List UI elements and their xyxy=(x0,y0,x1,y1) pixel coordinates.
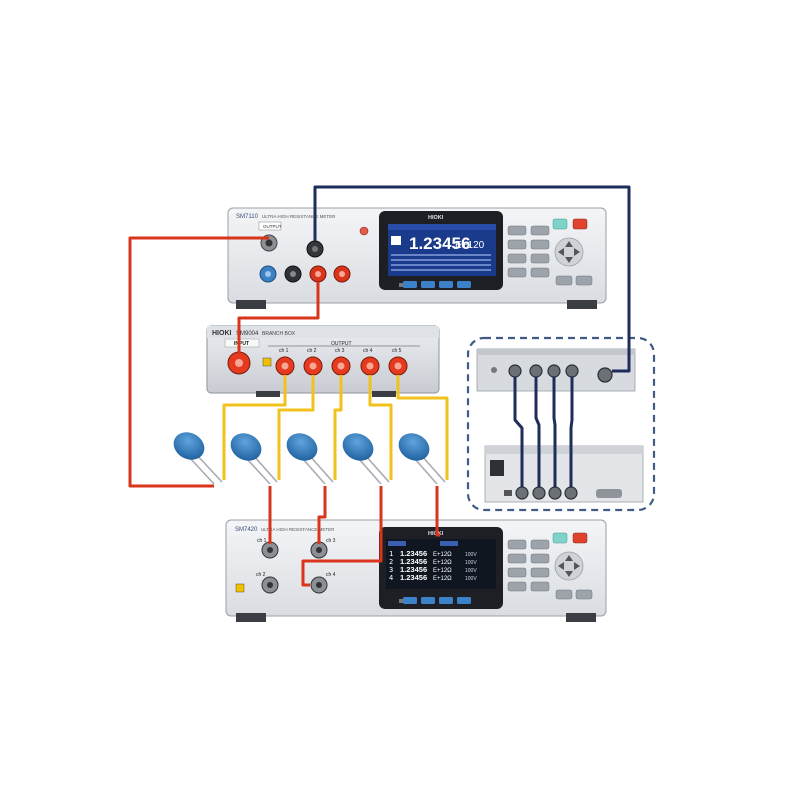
meter2-ch2-label: ch 2 xyxy=(256,572,266,578)
branch-box-ch2-label: ch 2 xyxy=(307,348,317,354)
rear-channel-connectors xyxy=(508,364,613,383)
rear-panel-inset xyxy=(466,336,656,512)
meter2-start-key[interactable] xyxy=(552,532,568,544)
meter2-row1-value: 1.23456 xyxy=(400,549,427,558)
meter2-ch1-label: ch 1 xyxy=(257,538,267,544)
meter2-model: SM7420 xyxy=(235,527,258,533)
meter1-softkey-2[interactable] xyxy=(421,281,435,288)
capacitor-2 xyxy=(230,433,278,485)
gpib-port xyxy=(596,489,622,498)
meter2-row1-ch: 1 xyxy=(389,550,393,558)
branch-box-warning-icon xyxy=(262,357,272,367)
yellow-wires xyxy=(222,375,449,480)
branch-box-output-label: OUTPUT xyxy=(331,341,352,347)
branch-box-channels: ch 1 ch 2 ch 3 ch 4 ch 5 xyxy=(275,348,408,376)
meter-sm7420: SM7420 ULTRA HIGH RESISTANCE METER ch 1 … xyxy=(225,519,607,622)
meter2-row1-right: 100V xyxy=(465,552,477,558)
branch-box-input-label: INPUT xyxy=(234,341,249,347)
meter2-cursor-pad[interactable] xyxy=(554,551,584,581)
meter2-row2-value: 1.23456 xyxy=(400,557,427,566)
meter1-keypad xyxy=(507,225,593,286)
meter1-softkey-4[interactable] xyxy=(457,281,471,288)
meter2-stop-key[interactable] xyxy=(572,532,588,544)
capacitor-4 xyxy=(342,433,390,485)
meter1-exponent: E+120 xyxy=(455,240,485,251)
meter2-row1-exp: E+12Ω xyxy=(433,552,452,558)
capacitors xyxy=(173,432,446,485)
meter2-row4-ch: 4 xyxy=(389,574,393,582)
meter2-row2-ch: 2 xyxy=(389,558,393,566)
meter1-name: ULTRA HIGH RESISTANCE METER xyxy=(262,214,336,219)
inset-navy-wires xyxy=(513,377,574,487)
meter2-softkey-4[interactable] xyxy=(457,597,471,604)
meter2-softkey-1[interactable] xyxy=(403,597,417,604)
meter1-output-label: OUTPUT xyxy=(263,224,282,229)
meter2-row2-exp: E+12Ω xyxy=(433,560,452,566)
branch-box-sm9004: HIOKI SM9004 BRANCH BOX INPUT OUTPUT ch … xyxy=(206,325,440,397)
meter1-lcd xyxy=(388,224,496,276)
meter2-warning-icon xyxy=(235,583,245,593)
meter2-reading-row-3: 3 1.23456 E+12Ω 100V xyxy=(389,565,477,574)
meter1-brand: HIOKI xyxy=(428,215,444,221)
meter2-reading-row-2: 2 1.23456 E+12Ω 100V xyxy=(389,557,477,566)
branch-box-name: BRANCH BOX xyxy=(262,331,296,337)
power-inlet xyxy=(490,460,504,476)
capacitor-5 xyxy=(398,433,446,485)
branch-box-model: SM9004 xyxy=(236,331,259,337)
meter1-stop-key[interactable] xyxy=(572,218,588,230)
meter2-keypad xyxy=(507,539,593,600)
branch-box-ch4-label: ch 4 xyxy=(363,348,373,354)
capacitor-1 xyxy=(173,432,223,485)
meter2-row4-right: 100V xyxy=(465,576,477,582)
branch-box-ch1-label: ch 1 xyxy=(279,348,289,354)
meter2-name: ULTRA HIGH RESISTANCE METER xyxy=(261,527,335,532)
meter1-softkey-3[interactable] xyxy=(439,281,453,288)
meter2-row3-right: 100V xyxy=(465,568,477,574)
branch-box-ch5-label: ch 5 xyxy=(392,348,402,354)
meter2-ch3-label: ch 3 xyxy=(326,538,336,544)
meter1-warning-lamp xyxy=(359,226,369,236)
meter1-cursor-pad[interactable] xyxy=(554,237,584,267)
meter2-lcd xyxy=(386,539,496,589)
meter2-readings: 1 1.23456 E+12Ω 100V 2 1.23456 E+12Ω 100… xyxy=(389,549,477,582)
meter2-row3-exp: E+12Ω xyxy=(433,568,452,574)
meter1-reading: 1.23456 xyxy=(409,234,470,253)
capacitor-3 xyxy=(286,433,334,485)
meter1-start-key[interactable] xyxy=(552,218,568,230)
branch-box-brand: HIOKI xyxy=(212,330,232,337)
meter2-reading-row-1: 1 1.23456 E+12Ω 100V xyxy=(389,549,477,558)
meter2-ch4-label: ch 4 xyxy=(326,572,336,578)
meter2-softkey-2[interactable] xyxy=(421,597,435,604)
meter2-reading-row-4: 4 1.23456 E+12Ω 100V xyxy=(389,573,477,582)
meter2-row3-value: 1.23456 xyxy=(400,565,427,574)
navy-guard-wire xyxy=(313,185,631,373)
meter2-row2-right: 100V xyxy=(465,560,477,566)
meter1-model: SM7110 xyxy=(236,214,259,220)
branch-box-ch3-label: ch 3 xyxy=(335,348,345,354)
meter2-row4-exp: E+12Ω xyxy=(433,576,452,582)
meter-sm7110: SM7110 ULTRA HIGH RESISTANCE METER OUTPU… xyxy=(227,207,607,309)
meter1-softkey-1[interactable] xyxy=(403,281,417,288)
red-wires xyxy=(128,236,440,587)
meter2-softkey-3[interactable] xyxy=(439,597,453,604)
meter2-row4-value: 1.23456 xyxy=(400,573,427,582)
meter2-row3-ch: 3 xyxy=(389,566,393,574)
